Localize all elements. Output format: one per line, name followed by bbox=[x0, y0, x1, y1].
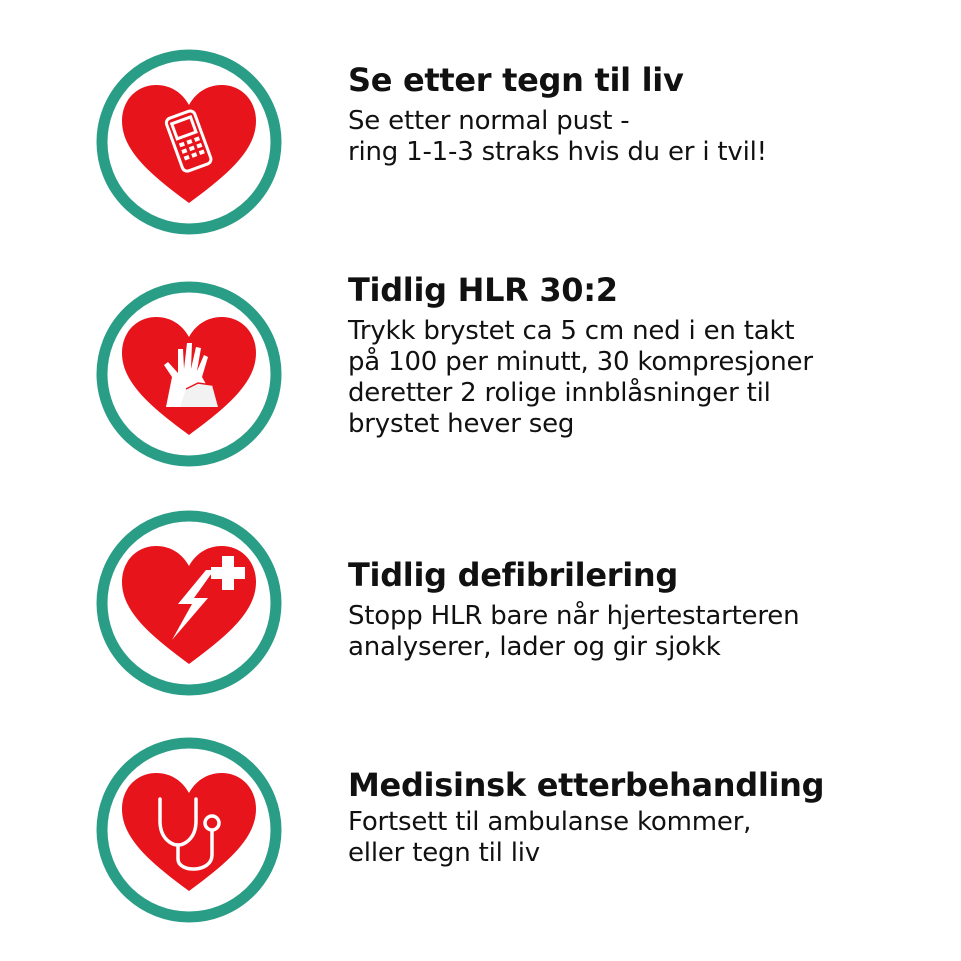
defibrillator-icon bbox=[96, 510, 282, 696]
step-description: Se etter normal pust - ring 1-1-3 straks… bbox=[348, 106, 948, 168]
step-text: Medisinsk etterbehandling Fortsett til a… bbox=[348, 765, 948, 869]
description-line: analyserer, lader og gir sjokk bbox=[348, 632, 721, 662]
step-title: Tidlig HLR 30:2 bbox=[348, 271, 618, 309]
step-badge bbox=[94, 279, 284, 469]
step-title: Tidlig defibrilering bbox=[348, 556, 678, 594]
description-line: eller tegn til liv bbox=[348, 838, 540, 868]
step-badge bbox=[94, 735, 284, 925]
hands-icon bbox=[96, 281, 282, 467]
step-description: Fortsett til ambulanse kommer, eller teg… bbox=[348, 807, 948, 869]
description-line: Se etter normal pust - bbox=[348, 106, 630, 136]
description-line: Stopp HLR bare når hjertestarteren bbox=[348, 601, 800, 631]
stethoscope-icon bbox=[96, 737, 282, 923]
step-description: Trykk brystet ca 5 cm ned i en takt på 1… bbox=[348, 316, 948, 440]
phone-icon bbox=[96, 49, 282, 235]
step-title: Medisinsk etterbehandling bbox=[348, 766, 825, 804]
step-badge bbox=[94, 508, 284, 698]
description-line: brystet hever seg bbox=[348, 409, 575, 439]
step-text: Se etter tegn til liv Se etter normal pu… bbox=[348, 60, 948, 168]
description-line: ring 1-1-3 straks hvis du er i tvil! bbox=[348, 137, 767, 167]
step-title: Se etter tegn til liv bbox=[348, 61, 684, 99]
step-text: Tidlig defibrilering Stopp HLR bare når … bbox=[348, 555, 948, 663]
description-line: på 100 per minutt, 30 kompresjoner bbox=[348, 347, 813, 377]
description-line: Trykk brystet ca 5 cm ned i en takt bbox=[348, 316, 795, 346]
step-text: Tidlig HLR 30:2 Trykk brystet ca 5 cm ne… bbox=[348, 270, 948, 440]
description-line: Fortsett til ambulanse kommer, bbox=[348, 807, 752, 837]
description-line: deretter 2 rolige innblåsninger til bbox=[348, 378, 771, 408]
step-description: Stopp HLR bare når hjertestarteren analy… bbox=[348, 601, 948, 663]
step-badge bbox=[94, 47, 284, 237]
